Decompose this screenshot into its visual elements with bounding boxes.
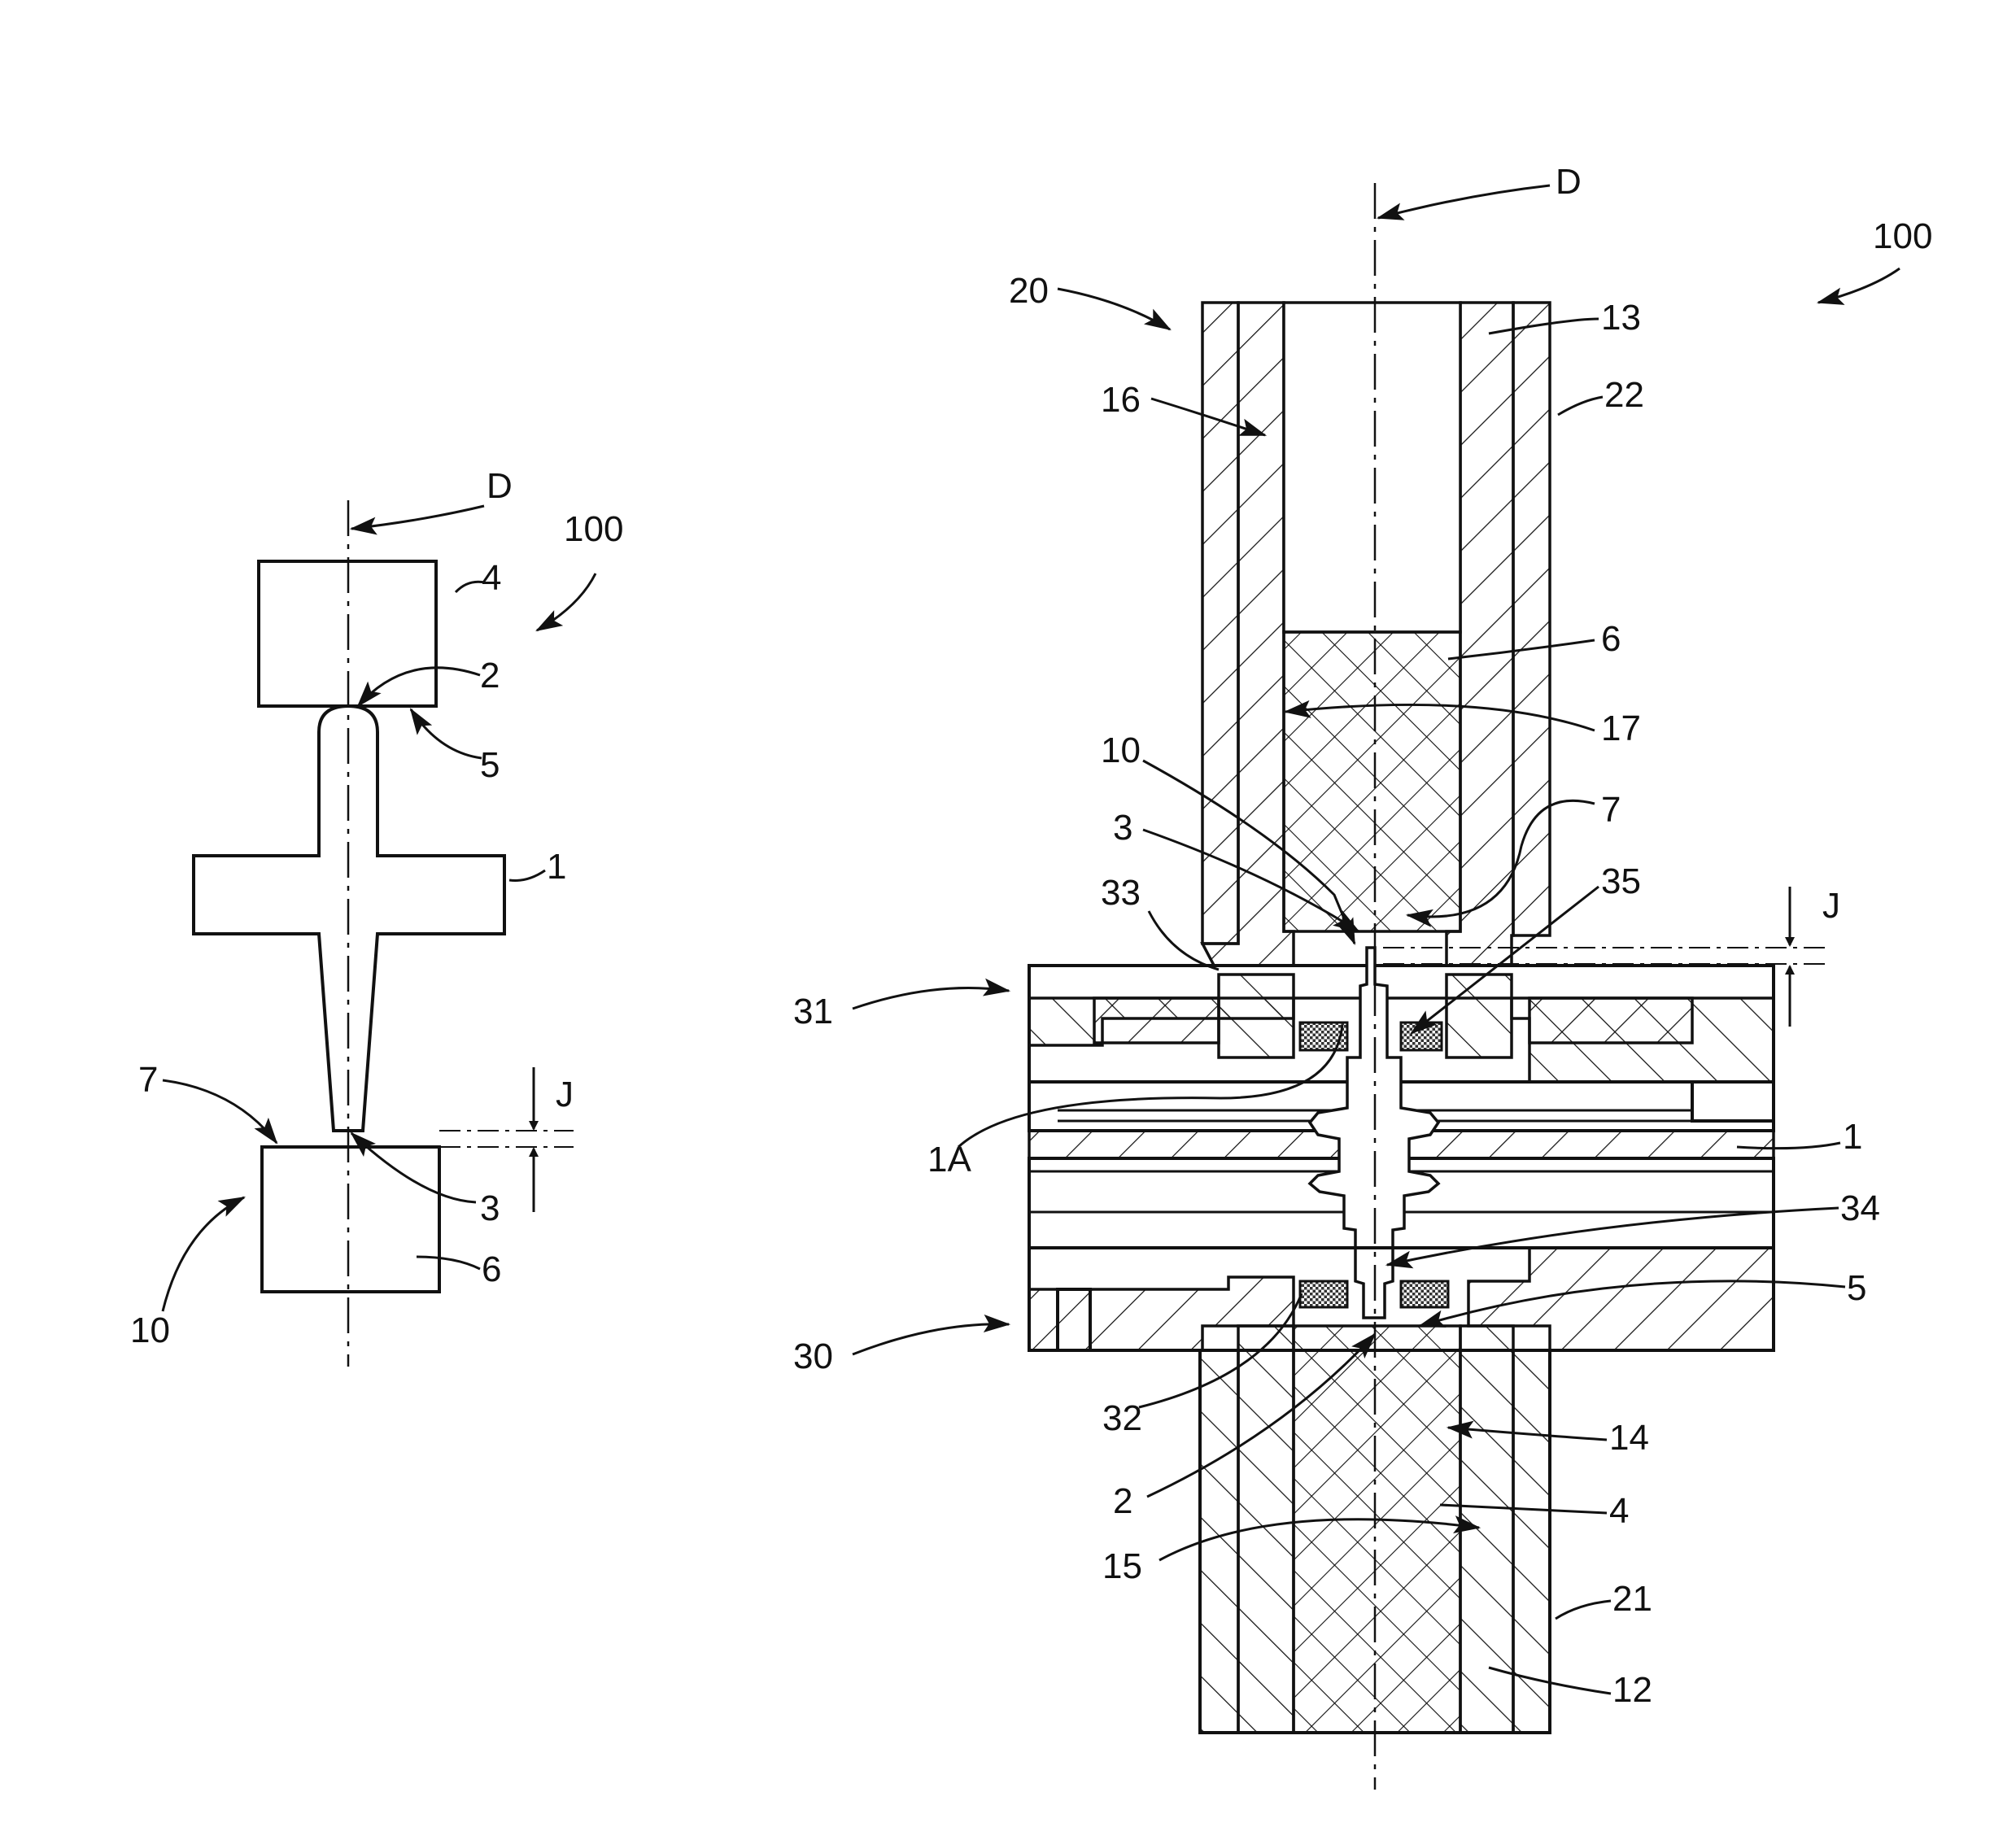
left-leader-1	[509, 870, 545, 881]
left-label-7: 7	[138, 1060, 158, 1100]
left-label-5: 5	[480, 745, 500, 785]
right-label-14: 14	[1609, 1418, 1649, 1458]
right-label-16: 16	[1101, 380, 1141, 420]
right-label-100: 100	[1873, 216, 1932, 256]
right-leader-21	[1556, 1601, 1611, 1619]
right-label-17: 17	[1601, 709, 1641, 748]
right-label-15: 15	[1102, 1546, 1142, 1586]
right-upper-plate-inner-right	[1529, 998, 1692, 1043]
right-label-j: J	[1822, 886, 1840, 926]
right-label-10: 10	[1101, 730, 1141, 770]
left-leader-10	[163, 1197, 244, 1311]
right-lower-seal-left	[1300, 1281, 1347, 1307]
left-bottom-block	[262, 1147, 439, 1292]
right-label-35: 35	[1601, 861, 1641, 901]
right-label-3: 3	[1113, 808, 1132, 848]
right-label-32: 32	[1102, 1398, 1142, 1438]
right-leader-31	[853, 988, 1009, 1009]
right-label-d: D	[1556, 162, 1582, 202]
right-label-5: 5	[1847, 1268, 1866, 1308]
right-upper-plate-strip	[1029, 966, 1774, 998]
right-label-12: 12	[1612, 1670, 1652, 1710]
left-figure: D 100 4 2 5 1 7 J 3 6 10	[130, 466, 623, 1367]
left-leader-100	[537, 573, 596, 630]
right-label-7: 7	[1601, 790, 1621, 830]
left-label-100: 100	[564, 509, 623, 549]
left-label-10: 10	[130, 1310, 170, 1350]
right-label-34: 34	[1840, 1188, 1880, 1228]
right-leader-22	[1558, 397, 1603, 415]
left-label-6: 6	[482, 1249, 501, 1289]
right-label-21: 21	[1612, 1579, 1652, 1619]
left-label-j: J	[556, 1075, 574, 1114]
left-leader-5	[411, 709, 482, 758]
right-label-2: 2	[1113, 1481, 1132, 1521]
right-label-6: 6	[1601, 619, 1621, 659]
right-label-30: 30	[793, 1336, 833, 1376]
left-label-1: 1	[547, 847, 566, 887]
right-label-22: 22	[1604, 375, 1644, 415]
left-leader-4	[456, 582, 485, 592]
right-upper-plate-hub-right	[1447, 975, 1512, 1057]
left-label-4: 4	[482, 558, 501, 598]
left-label-d: D	[487, 466, 513, 506]
left-leader-d	[351, 506, 484, 529]
right-label-4: 4	[1609, 1491, 1629, 1531]
right-label-31: 31	[793, 992, 833, 1031]
right-label-1a: 1A	[927, 1140, 971, 1179]
right-leader-20	[1058, 289, 1170, 329]
right-label-1: 1	[1843, 1117, 1862, 1157]
right-upper-outer-right	[1513, 303, 1550, 935]
right-label-13: 13	[1601, 298, 1641, 338]
right-leader-d	[1378, 185, 1550, 218]
right-upper-bore	[1284, 303, 1460, 632]
left-label-3: 3	[480, 1188, 500, 1228]
right-leader-100	[1818, 268, 1900, 303]
left-leader-2	[358, 668, 480, 706]
left-leader-7	[163, 1080, 277, 1143]
right-lower-seal-right	[1401, 1281, 1448, 1307]
right-label-20: 20	[1009, 271, 1049, 311]
right-upper-outer-left	[1202, 303, 1238, 944]
right-figure: D 100 20 13 22 16 6 17 10 3 7 33 35 J 31…	[793, 162, 1932, 1790]
right-upper-plate-inner	[1094, 998, 1219, 1043]
left-leader-6	[417, 1257, 480, 1269]
right-upper-plate-hub	[1219, 975, 1294, 1057]
right-part-stub	[1692, 1082, 1774, 1121]
left-label-2: 2	[480, 656, 500, 695]
right-leader-30	[853, 1324, 1009, 1354]
left-leader-3	[351, 1133, 476, 1202]
right-label-33: 33	[1101, 873, 1141, 913]
right-upper-electrode	[1284, 632, 1460, 931]
